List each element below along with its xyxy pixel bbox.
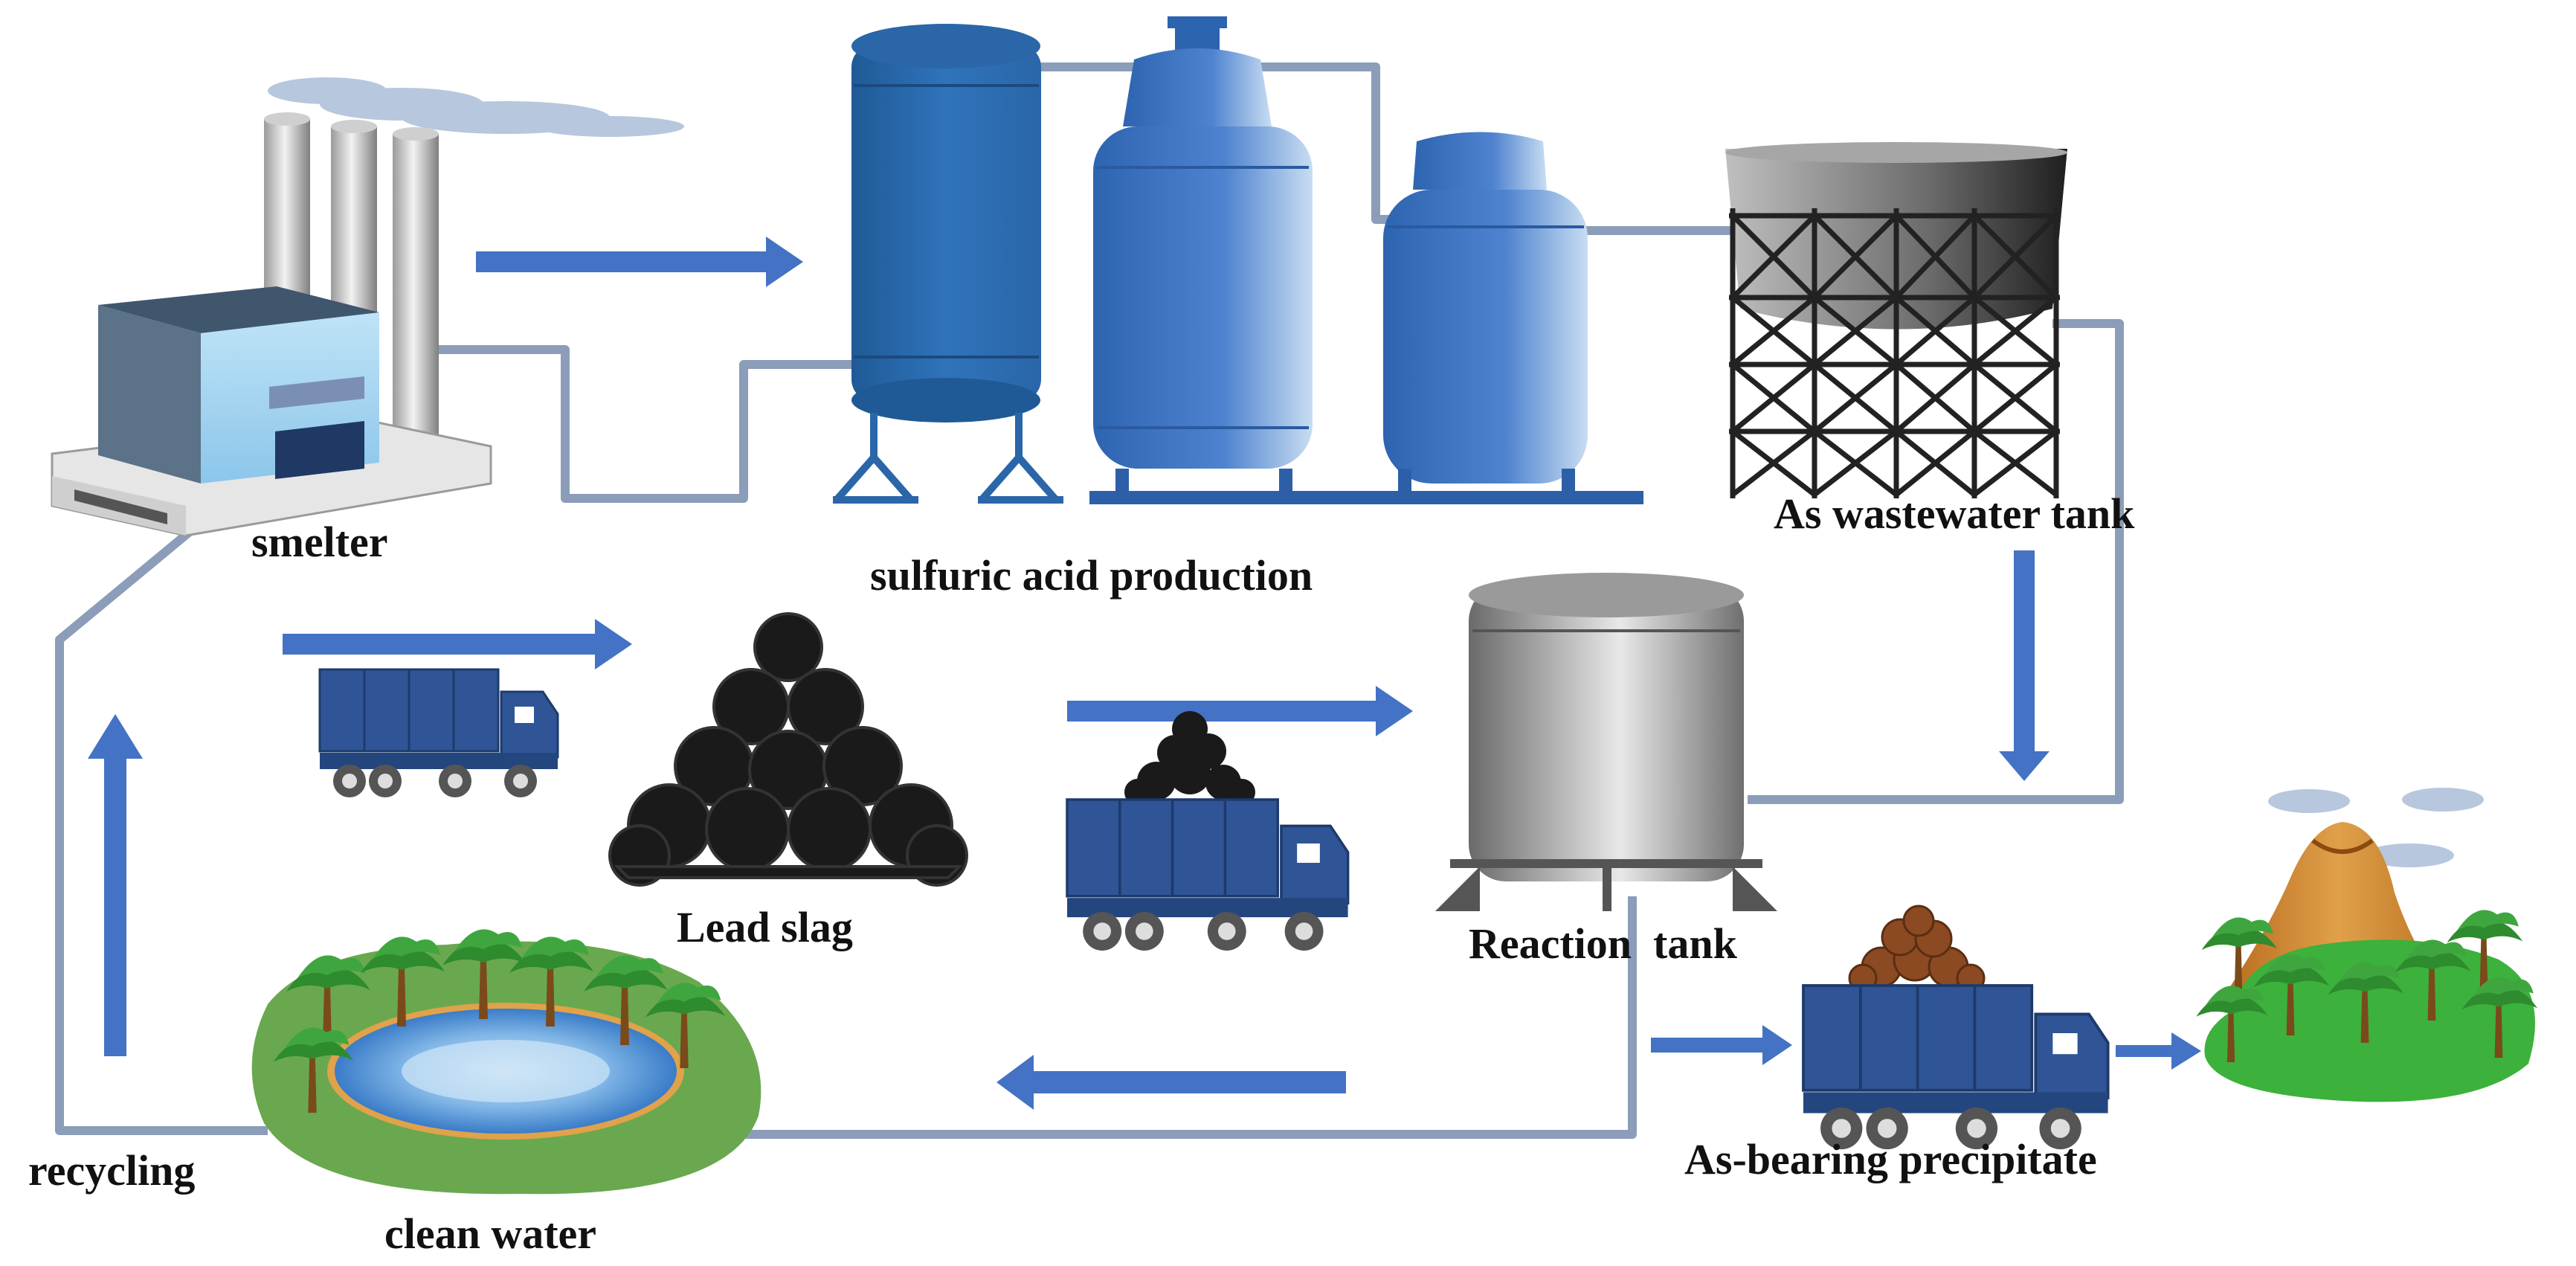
arrow-to-clean-water <box>996 1055 1346 1110</box>
precipitate-pile-icon <box>1848 904 1986 993</box>
smelter-icon <box>51 77 684 537</box>
label-as-bearing-precipitate: As-bearing precipitate <box>1684 1135 2097 1183</box>
pipe-wastewater-to-reaction <box>1748 319 2124 804</box>
label-lead-slag: Lead slag <box>677 903 853 951</box>
label-smelter: smelter <box>251 518 388 566</box>
arrow-wastewater-down <box>1999 550 2049 781</box>
smoke-icon <box>268 77 684 137</box>
boiler-tank-icon <box>1383 132 1588 483</box>
slag-pile-icon <box>1124 711 1255 806</box>
precipitate-truck-icon <box>1802 904 2110 1151</box>
label-clean-water: clean water <box>384 1209 597 1258</box>
truck-icon <box>318 668 559 799</box>
label-sulfuric-acid-production: sulfuric acid production <box>870 551 1313 600</box>
label-reaction-tank: Reaction tank <box>1469 919 1737 968</box>
tank-base-rail <box>1089 491 1643 504</box>
pipe-smelter-to-acid <box>439 345 855 503</box>
label-as-wastewater-tank: As wastewater tank <box>1774 489 2135 538</box>
sulfuric-acid-plant <box>833 16 1643 504</box>
arrow-smelter-to-acid <box>476 237 803 287</box>
reaction-tank-icon <box>1435 573 1777 911</box>
pipe-reaction-to-water <box>744 896 1637 1139</box>
pipe-recycling <box>55 528 268 1135</box>
steel-frame-tank-icon <box>1725 142 2067 498</box>
tower-tank-icon <box>833 24 1063 504</box>
arrow-to-lead-slag <box>283 619 632 669</box>
slag-pile-icon <box>608 612 968 887</box>
label-recycling: recycling <box>28 1146 196 1195</box>
arrow-to-landfill <box>2116 1032 2201 1070</box>
arrow-recycling-up <box>88 714 143 1056</box>
loaded-truck-icon <box>1066 711 1350 952</box>
pond-icon <box>251 941 761 1195</box>
boiler-tank-icon <box>1093 16 1313 469</box>
arrows <box>88 237 2201 1110</box>
arrow-to-precipitate-truck <box>1651 1025 1792 1065</box>
arrow-slag-to-reaction <box>1067 686 1413 736</box>
